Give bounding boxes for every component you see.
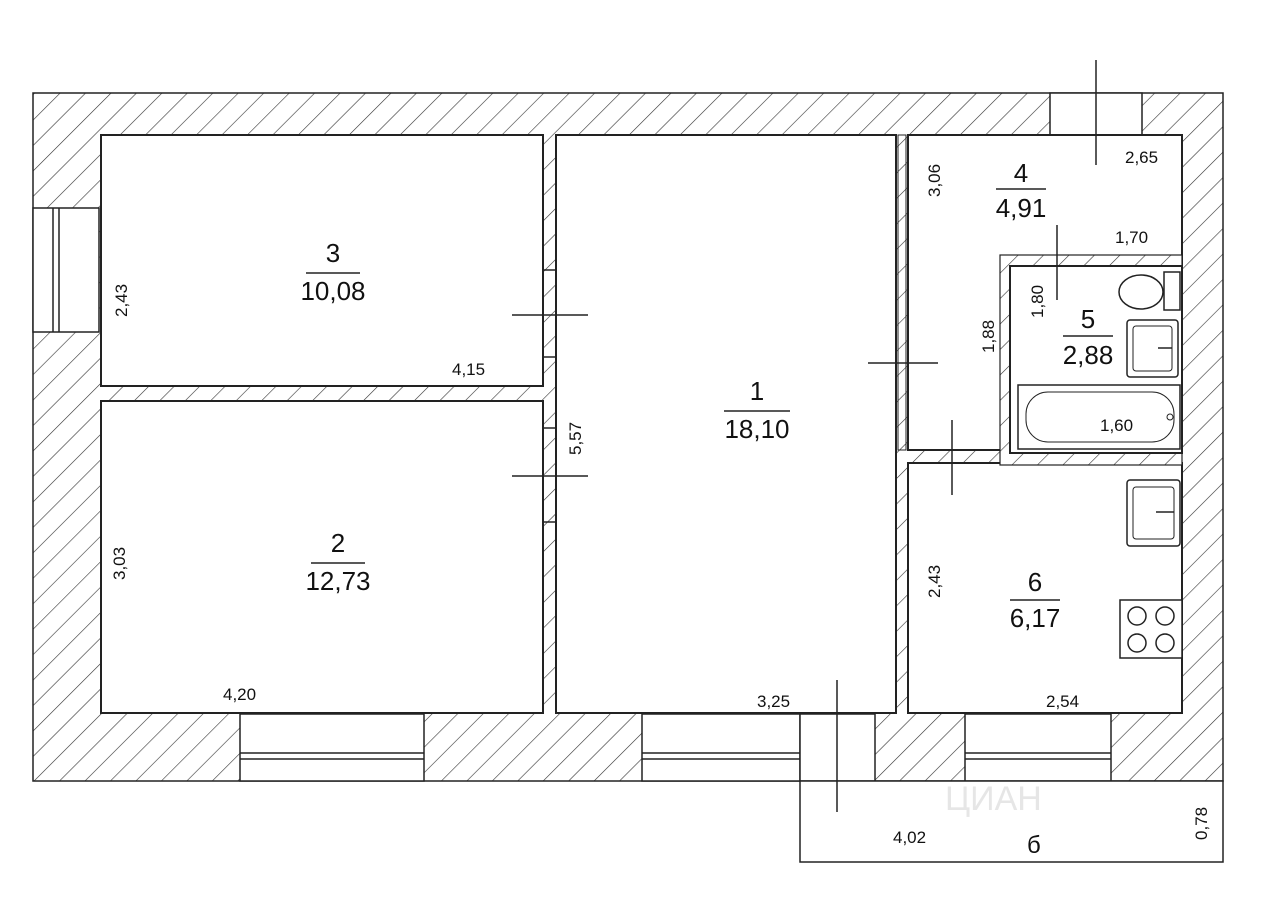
partition-1-4	[897, 134, 907, 451]
room-1-number: 1	[750, 376, 764, 406]
dim-r3-width: 4,15	[452, 360, 485, 379]
window-bottom-1	[239, 713, 425, 782]
room-1	[555, 134, 897, 714]
room-5-area: 2,88	[1063, 340, 1114, 370]
room-2-number: 2	[331, 528, 345, 558]
dim-balcony-width: 4,02	[893, 828, 926, 847]
room-2	[100, 400, 544, 714]
dim-balcony-depth: 0,78	[1192, 807, 1211, 840]
room-2-area: 12,73	[305, 566, 370, 596]
dim-r4-side: 1,88	[979, 320, 998, 353]
room-1-area: 18,10	[724, 414, 789, 444]
kitchen-sink-icon	[1126, 479, 1181, 547]
dim-r6-height: 2,43	[925, 565, 944, 598]
bathroom-sink-icon	[1126, 319, 1179, 378]
room-4-number: 4	[1014, 158, 1028, 188]
dim-r2-height: 3,03	[110, 547, 129, 580]
watermark: ЦИАН	[945, 780, 1042, 818]
window-left	[32, 207, 100, 333]
room-3	[100, 134, 544, 387]
dim-r6-width: 2,54	[1046, 692, 1079, 711]
dim-r4-height: 3,06	[925, 164, 944, 197]
room-3-number: 3	[326, 238, 340, 268]
room-4-area: 4,91	[996, 193, 1047, 223]
dim-r4-width-top: 2,65	[1125, 148, 1158, 167]
bathtub-icon	[1017, 384, 1181, 450]
dim-r4-width-mid: 1,70	[1115, 228, 1148, 247]
room-5-number: 5	[1081, 304, 1095, 334]
stove-icon	[1119, 599, 1183, 659]
dim-r5-bath: 1,60	[1100, 416, 1133, 435]
balcony	[799, 780, 1224, 863]
room-6-number: 6	[1028, 567, 1042, 597]
toilet-icon	[1118, 271, 1181, 311]
balcony-label: б	[1027, 832, 1041, 859]
room-3-area: 10,08	[300, 276, 365, 306]
room-6-area: 6,17	[1010, 603, 1061, 633]
window-bottom-3	[964, 713, 1112, 782]
dim-r1-width: 3,25	[757, 692, 790, 711]
dim-r5-height: 1,80	[1028, 285, 1047, 318]
window-bottom-2	[641, 713, 801, 782]
dim-r2-width: 4,20	[223, 685, 256, 704]
dim-r3-height: 2,43	[112, 284, 131, 317]
dim-r1-height: 5,57	[566, 422, 585, 455]
